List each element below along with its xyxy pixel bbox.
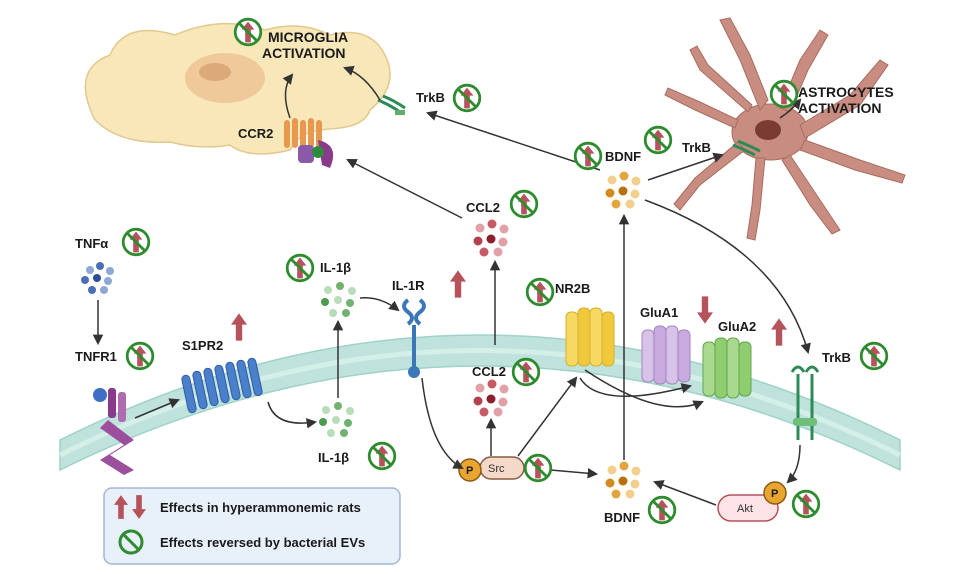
ccr2-label: CCR2 [238,126,273,141]
ccl2-particles-top [473,219,509,257]
ccl2-bottom-label: CCL2 [472,364,506,379]
reversed-up-icon [769,79,799,109]
reversed-up-icon [525,277,555,307]
bdnf-top-label: BDNF [605,149,641,164]
trkb-astrocyte-label: TrkB [682,140,711,155]
increase-arrow-icon [771,318,787,346]
pathway-arrows [92,65,811,506]
phospho-src-label: P [466,465,473,477]
s1pr2-label: S1PR2 [182,338,223,353]
ccl2-top-label: CCL2 [466,200,500,215]
astrocytes-activation-label-1: ASTROCYTES [798,84,894,100]
il1r-receptor [402,298,426,378]
decrease-arrow-icon [697,296,713,324]
legend-reversed-text: Effects reversed by bacterial EVs [160,535,365,550]
reversed-up-icon [121,227,151,257]
glua1-receptor [641,325,691,385]
trkb-astrocyte-receptor [732,139,761,157]
reversed-up-icon [285,253,315,283]
phospho-akt-label: P [771,488,778,500]
il1b-particles-bottom [319,402,354,437]
glua2-receptor [702,337,752,399]
reversed-up-icon [233,17,263,47]
reversed-up-icon [647,495,677,525]
tnfr1-receptor [93,388,134,475]
reversed-up-icon [643,125,673,155]
bdnf-particles-bottom [605,461,641,499]
bdnf-particles-top [605,171,641,209]
reversed-up-icon [367,441,397,471]
legend-arrows-text: Effects in hyperammonemic rats [160,500,361,515]
src-label: Src [488,463,505,475]
reversed-up-icon [125,341,155,371]
ccr2-receptor [284,118,334,168]
microglia-activation-label-1: MICROGLIA [268,29,348,45]
reversed-up-icon [452,83,482,113]
trkb-membrane-label: TrkB [822,350,851,365]
il1r-label: IL-1R [392,278,425,293]
trkb-microglia-receptor [377,94,406,115]
increase-arrow-icon [231,313,247,341]
astrocyte-cell [664,17,906,241]
astrocytes-activation-label-2: ACTIVATION [798,100,881,116]
bdnf-bottom-label: BDNF [604,510,640,525]
increase-arrow-icon [450,270,466,298]
glua2-label: GluA2 [718,319,756,334]
legend: Effects in hyperammonemic rats Effects r… [103,487,401,565]
reversed-up-icon [523,453,553,483]
akt-kinase [717,481,787,522]
reversed-up-icon [509,189,539,219]
microglia-activation-label-2: ACTIVATION [262,45,345,61]
reversed-up-icon [511,357,541,387]
glua1-label: GluA1 [640,305,678,320]
trkb-microglia-label: TrkB [416,90,445,105]
astrocyte-nucleus [755,120,781,140]
il1b-particles-top [321,282,356,317]
legend-reversed-icon [118,529,144,555]
tnfa-particles [81,262,114,294]
tnfa-label: TNFα [75,236,108,251]
reversed-up-icon [859,341,889,371]
nr2b-receptor [565,307,615,367]
ccl2-particles-bottom [473,379,509,417]
nr2b-label: NR2B [555,281,590,296]
s1pr2-receptor [181,357,263,414]
il1b-bottom-label: IL-1β [318,450,349,465]
tnfr1-label: TNFR1 [75,349,117,364]
akt-label: Akt [737,503,753,515]
reversed-up-icon [791,489,821,519]
il1b-top-label: IL-1β [320,260,351,275]
trkb-membrane-receptor [790,365,820,440]
reversed-up-icon [573,141,603,171]
